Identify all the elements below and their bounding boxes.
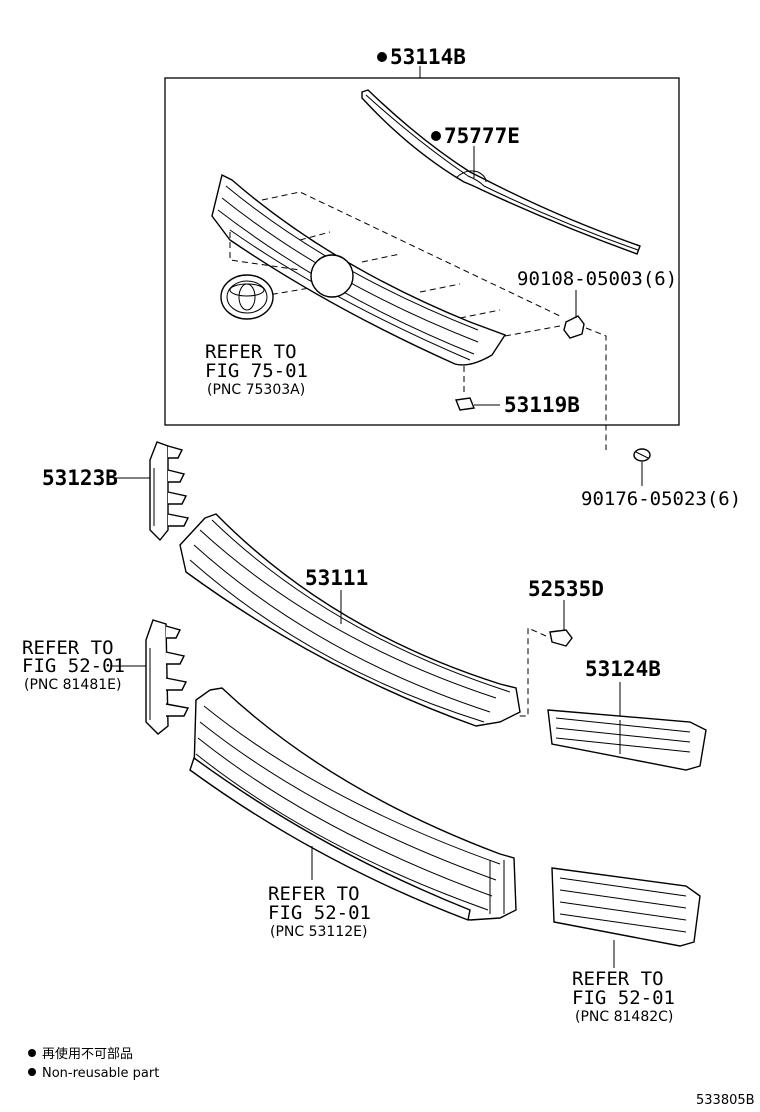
callout-52535D: 52535D <box>528 577 604 601</box>
molding-strip-75777E <box>361 89 641 255</box>
clip-53119B <box>455 397 475 411</box>
non-reusable-dot <box>431 131 441 141</box>
side-bracket-53123B <box>149 441 190 542</box>
ref-emblem-line2: FIG 75-01 <box>205 360 308 382</box>
ref-emblem-line1: REFER TO <box>205 341 297 363</box>
ref-lower-grille-line3: (PNC 53112E) <box>270 924 367 940</box>
middle-grille-53111 <box>179 513 521 727</box>
ref-lower-right-line2: FIG 52-01 <box>572 987 675 1009</box>
lower-grille <box>189 687 517 921</box>
figure-id: 533805B <box>696 1093 755 1108</box>
callout-53111: 53111 <box>305 566 368 590</box>
clip-52535D <box>549 629 573 647</box>
callout-75777E: 75777E <box>444 124 520 148</box>
ref-side-left-line2: FIG 52-01 <box>22 655 125 677</box>
callout-53119B: 53119B <box>504 393 580 417</box>
clip-90108 <box>563 315 585 339</box>
assembly-box <box>164 77 680 426</box>
callout-90108: 90108-05003(6) <box>517 268 677 290</box>
lower-right-garnish <box>551 867 701 947</box>
callout-53123B: 53123B <box>42 466 118 490</box>
side-bracket-left <box>145 619 190 735</box>
upper-grille <box>211 173 507 366</box>
legend-en: Non-reusable part <box>42 1066 159 1081</box>
ref-lower-grille-line2: FIG 52-01 <box>268 902 371 924</box>
legend-dot <box>28 1068 36 1076</box>
legend-dot <box>28 1049 36 1057</box>
ref-lower-right-line1: REFER TO <box>572 968 664 990</box>
ref-side-left-line1: REFER TO <box>22 637 114 659</box>
ref-lower-right-line3: (PNC 81482C) <box>575 1009 673 1025</box>
callout-90176: 90176-05023(6) <box>581 488 741 510</box>
right-garnish-53124B <box>547 709 707 771</box>
ref-lower-grille-line1: REFER TO <box>268 883 360 905</box>
ref-emblem-line3: (PNC 75303A) <box>207 382 305 398</box>
callout-53114B: 53114B <box>390 45 466 69</box>
ref-side-left-line3: (PNC 81481E) <box>24 677 121 693</box>
toyota-emblem <box>220 274 274 320</box>
screw-90176 <box>633 448 651 462</box>
non-reusable-dot <box>377 52 387 62</box>
callout-53124B: 53124B <box>585 657 661 681</box>
legend-jp: 再使用不可部品 <box>42 1046 133 1062</box>
